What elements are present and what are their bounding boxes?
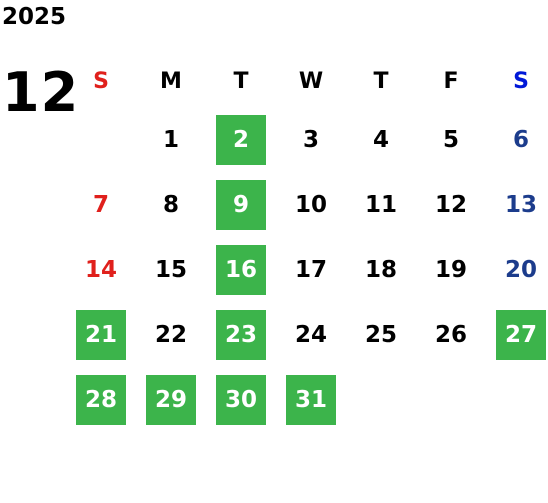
day-cell: 27 xyxy=(486,302,548,367)
day-cell: 15 xyxy=(136,237,206,302)
week-row: 7 8 9 10 11 12 13 xyxy=(66,172,548,237)
day-cell: 12 xyxy=(416,172,486,237)
week-row: 21 22 23 24 25 26 27 xyxy=(66,302,548,367)
day-cell: 20 xyxy=(486,237,548,302)
day-cell: 3 xyxy=(276,107,346,172)
day-number: 18 xyxy=(364,256,397,283)
day-number: 14 xyxy=(84,256,117,283)
empty-day-cell xyxy=(486,367,548,432)
day-cell: 21 xyxy=(66,302,136,367)
weekday-wednesday: W xyxy=(298,68,324,94)
day-number xyxy=(496,375,546,425)
day-cell: 29 xyxy=(136,367,206,432)
day-cell: 24 xyxy=(276,302,346,367)
day-cell: 6 xyxy=(486,107,548,172)
day-cell: 8 xyxy=(136,172,206,237)
week-row: 28 29 30 31 xyxy=(66,367,548,432)
empty-day-cell xyxy=(346,367,416,432)
highlighted-day-number: 27 xyxy=(496,309,546,360)
weekday-sunday: S xyxy=(93,68,109,94)
day-number: 8 xyxy=(162,191,179,218)
highlighted-day-number: 16 xyxy=(216,244,266,295)
day-number: 19 xyxy=(434,256,467,283)
weekday-tuesday: T xyxy=(233,68,249,94)
day-number: 13 xyxy=(504,191,537,218)
week-row: 14 15 16 17 18 19 20 xyxy=(66,237,548,302)
day-cell: 9 xyxy=(206,172,276,237)
day-number: 22 xyxy=(154,321,187,348)
day-cell: 22 xyxy=(136,302,206,367)
weekday-saturday: S xyxy=(513,68,529,94)
day-cell: 4 xyxy=(346,107,416,172)
week-row: 1 2 3 4 5 6 xyxy=(66,107,548,172)
day-cell: 10 xyxy=(276,172,346,237)
day-cell: 7 xyxy=(66,172,136,237)
day-number: 1 xyxy=(162,126,179,153)
empty-day-cell xyxy=(416,367,486,432)
day-cell: 19 xyxy=(416,237,486,302)
day-number xyxy=(356,375,406,425)
day-number: 15 xyxy=(154,256,187,283)
weekday-monday: M xyxy=(160,68,182,94)
highlighted-day-number: 9 xyxy=(216,179,266,230)
day-cell: 30 xyxy=(206,367,276,432)
day-cell: 31 xyxy=(276,367,346,432)
weekday-friday: F xyxy=(443,68,459,94)
day-cell: 5 xyxy=(416,107,486,172)
day-cell: 26 xyxy=(416,302,486,367)
year-label: 2025 xyxy=(2,4,67,30)
day-number: 26 xyxy=(434,321,467,348)
day-number: 4 xyxy=(372,126,389,153)
day-cell: 13 xyxy=(486,172,548,237)
day-number: 25 xyxy=(364,321,397,348)
month-number: 12 xyxy=(2,61,80,124)
day-cell: 1 xyxy=(136,107,206,172)
highlighted-day-number: 21 xyxy=(76,309,126,360)
highlighted-day-number: 31 xyxy=(286,374,336,425)
weekday-thursday: T xyxy=(373,68,389,94)
day-number: 5 xyxy=(442,126,459,153)
day-number: 10 xyxy=(294,191,327,218)
day-number: 17 xyxy=(294,256,327,283)
day-number: 3 xyxy=(302,126,319,153)
highlighted-day-number: 29 xyxy=(146,374,196,425)
day-number: 11 xyxy=(364,191,397,218)
highlighted-day-number: 28 xyxy=(76,374,126,425)
day-cell: 14 xyxy=(66,237,136,302)
day-cell: 2 xyxy=(206,107,276,172)
day-number: 7 xyxy=(92,191,109,218)
weekday-header: S M T W T F S xyxy=(66,55,548,107)
day-number: 12 xyxy=(434,191,467,218)
highlighted-day-number: 30 xyxy=(216,374,266,425)
day-number: 24 xyxy=(294,321,327,348)
day-cell: 11 xyxy=(346,172,416,237)
highlighted-day-number: 2 xyxy=(216,114,266,165)
day-number xyxy=(76,115,126,165)
day-cell: 18 xyxy=(346,237,416,302)
empty-day-cell xyxy=(66,107,136,172)
day-cell: 17 xyxy=(276,237,346,302)
day-cell: 28 xyxy=(66,367,136,432)
day-number: 20 xyxy=(504,256,537,283)
day-cell: 23 xyxy=(206,302,276,367)
day-cell: 16 xyxy=(206,237,276,302)
highlighted-day-number: 23 xyxy=(216,309,266,360)
day-number: 6 xyxy=(512,126,529,153)
day-number xyxy=(426,375,476,425)
day-cell: 25 xyxy=(346,302,416,367)
